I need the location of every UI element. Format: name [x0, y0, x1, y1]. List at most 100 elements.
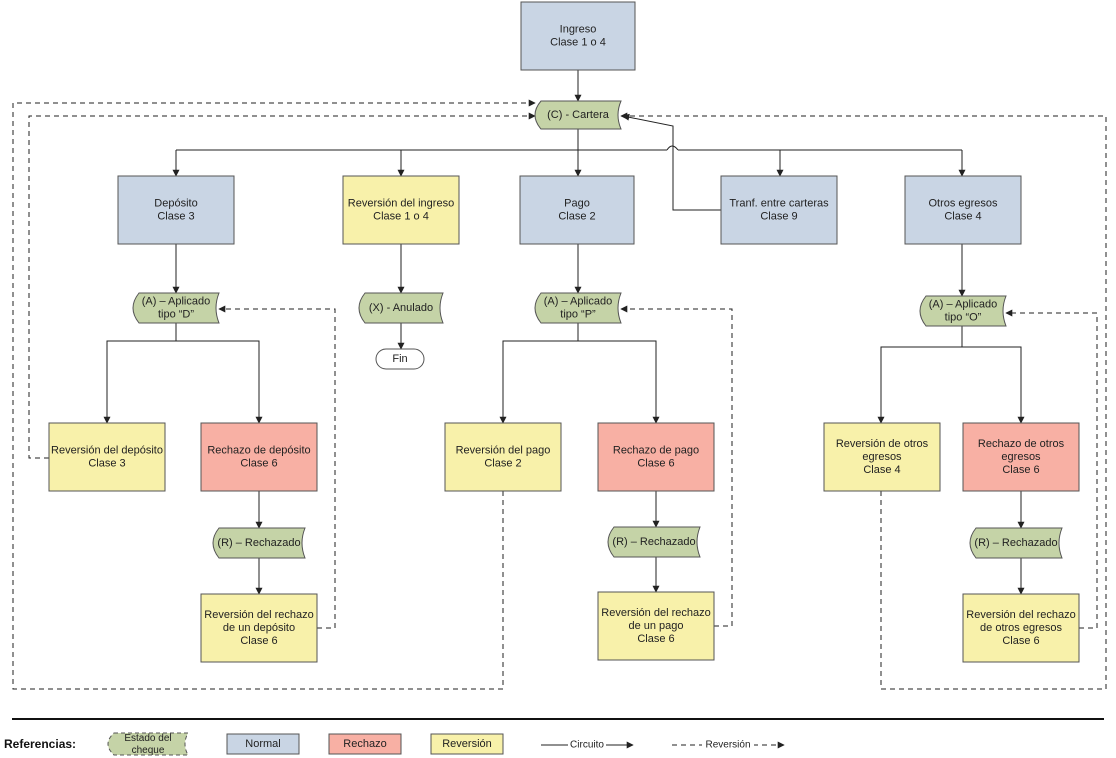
node-rev_rech_o-text: Reversión del rechazo: [966, 609, 1075, 621]
node-rev_rech_p-text: Reversión del rechazo: [601, 607, 710, 619]
process-box: [823, 422, 941, 492]
node-deposito-text: Depósito: [154, 198, 197, 210]
node-rechazado_d: (R) – Rechazado: [212, 527, 306, 559]
flow-connector: [877, 326, 963, 424]
node-rev_otros-text: Reversión de otros: [836, 438, 929, 450]
node-anulado-text: (X) - Anulado: [369, 302, 433, 314]
node-rev_deposito-text: Clase 3: [88, 458, 125, 470]
process-box: [48, 422, 166, 492]
legend-label-reversion: Reversión: [442, 738, 492, 750]
node-rev_pago-text: Reversión del pago: [456, 445, 551, 457]
node-anulado: (X) - Anulado: [358, 292, 444, 324]
process-box: [520, 1, 636, 71]
node-rechazado_o-text: (R) – Rechazado: [974, 537, 1057, 549]
node-rechazado_d-text: (R) – Rechazado: [217, 537, 300, 549]
process-box: [597, 591, 715, 661]
node-otros-text: Otros egresos: [928, 198, 998, 210]
node-pago-text: Pago: [564, 198, 590, 210]
node-rev_rech_o-text: Clase 6: [1002, 635, 1039, 647]
process-box: [904, 175, 1022, 245]
node-rev_rech_d-text: de un depósito: [223, 622, 295, 634]
node-aplicado_o-text: tipo “O”: [945, 312, 982, 324]
process-box: [597, 422, 715, 492]
state-shape: [969, 527, 1063, 559]
state-shape: [132, 292, 220, 324]
node-cartera-text: (C) - Cartera: [547, 109, 610, 121]
state-shape: [607, 526, 701, 558]
terminal-shape: [375, 348, 425, 370]
node-rev_deposito-text: Reversión del depósito: [51, 445, 163, 457]
node-ingreso-text: Ingreso: [560, 24, 597, 36]
node-rechazado_p: (R) – Rechazado: [607, 526, 701, 558]
legend-label-bg: [702, 739, 754, 751]
node-rev_rech_d-text: Reversión del rechazo: [204, 609, 313, 621]
state-shape: [358, 292, 444, 324]
reversion-connector: [28, 112, 536, 459]
reversion-connector: [620, 305, 733, 627]
node-rech_deposito-text: Clase 6: [240, 458, 277, 470]
reversion-connector: [620, 112, 1107, 690]
node-aplicado_p-text: tipo “P”: [560, 309, 596, 321]
node-rech_pago-text: Rechazo de pago: [613, 445, 699, 457]
node-tranf-text: Tranf. entre carteras: [729, 198, 829, 210]
legend-title: Referencias:: [4, 737, 76, 751]
legend-swatch-reversion: [430, 733, 504, 755]
node-cartera: (C) - Cartera: [534, 100, 622, 130]
node-rev_otros-text: Clase 4: [863, 464, 900, 476]
process-box: [519, 175, 635, 245]
legend-label-bg: [568, 739, 606, 751]
process-box: [117, 175, 235, 245]
node-rev_rech_p-text: de un pago: [628, 620, 683, 632]
node-rev_otros-text: egresos: [862, 451, 902, 463]
legend-label-circuito: Circuito: [570, 740, 604, 751]
node-rev_rech_o-text: de otros egresos: [980, 622, 1062, 634]
node-ingreso-text: Clase 1 o 4: [550, 37, 606, 49]
node-pago-text: Clase 2: [558, 211, 595, 223]
flow-connector: [176, 340, 263, 424]
process-box: [962, 593, 1080, 663]
node-fin-text: Fin: [392, 353, 407, 365]
state-shape: [534, 292, 622, 324]
node-rechazado_o: (R) – Rechazado: [969, 527, 1063, 559]
state-shape: [534, 100, 622, 130]
flow-connector: [962, 346, 1025, 424]
node-aplicado_d-text: (A) – Aplicado: [142, 296, 210, 308]
legend-swatch-rechazo: [328, 733, 402, 755]
reversion-connector: [12, 99, 536, 690]
flow-connector: [103, 323, 177, 424]
node-aplicado_d-text: tipo “D”: [158, 309, 194, 321]
node-rev_rech_d-text: Clase 6: [240, 635, 277, 647]
connectors: [12, 70, 1107, 690]
node-rech_deposito-text: Rechazo de depósito: [207, 445, 310, 457]
node-aplicado_o-text: (A) – Aplicado: [929, 299, 997, 311]
flow-connector: [622, 113, 721, 211]
line-hop: [666, 145, 679, 151]
process-box: [342, 175, 460, 245]
node-deposito-text: Clase 3: [157, 211, 194, 223]
legend-swatch-normal: [226, 733, 300, 755]
node-fin: Fin: [375, 348, 425, 370]
flow-connector: [499, 323, 579, 424]
node-rev_ingreso-text: Clase 1 o 4: [373, 211, 429, 223]
node-rech_otros-text: egresos: [1001, 451, 1041, 463]
